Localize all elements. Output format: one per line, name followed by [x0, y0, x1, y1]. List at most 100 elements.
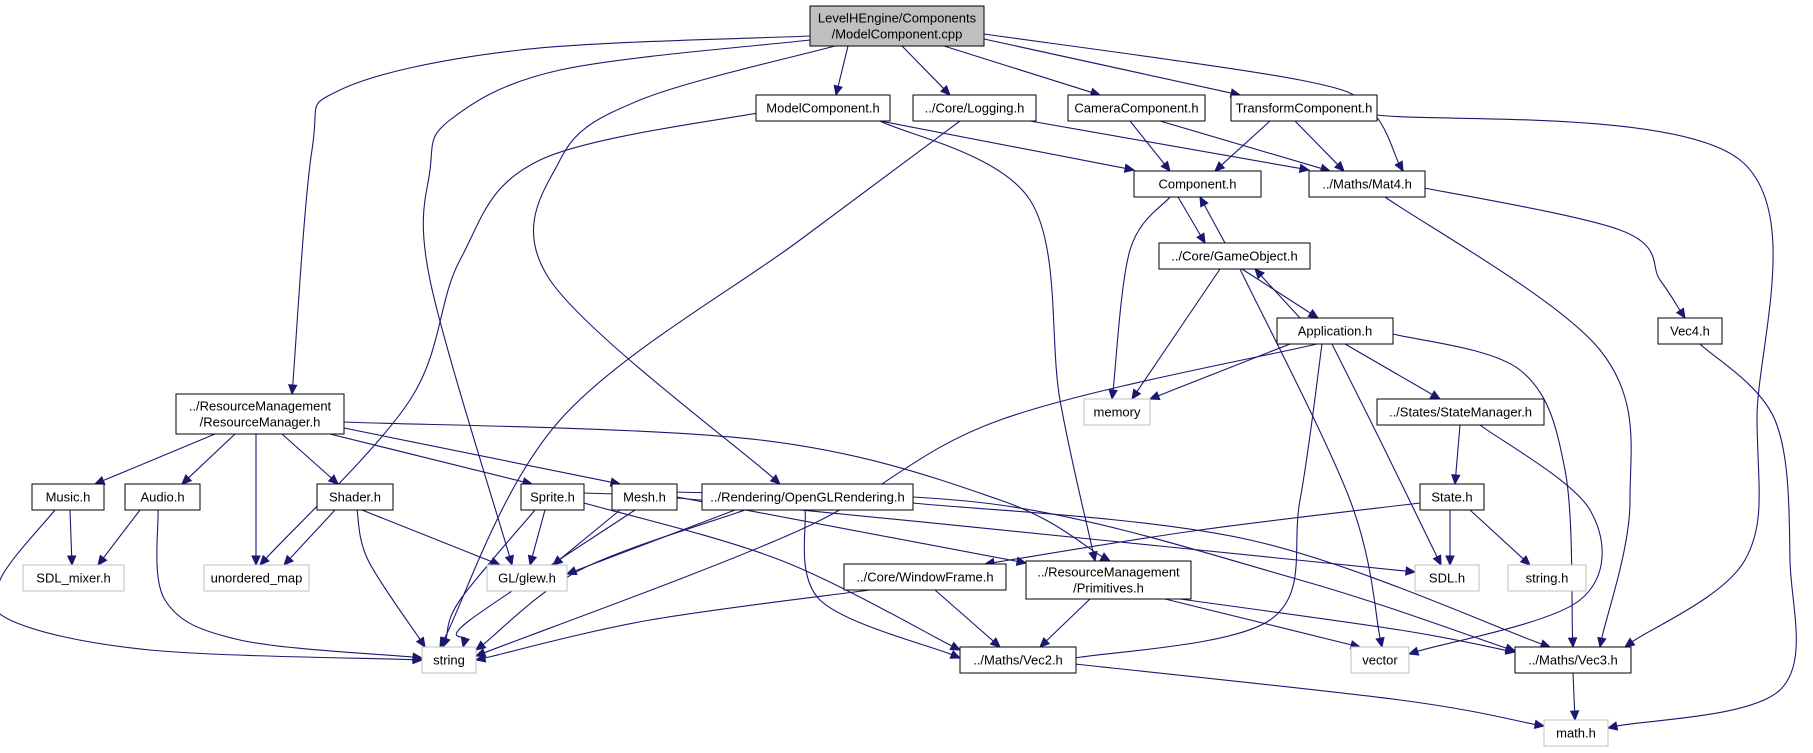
arrowhead [327, 474, 339, 485]
edge-line [583, 502, 953, 647]
edge-line [0, 509, 414, 661]
node-vec4-h[interactable]: Vec4.h [1657, 317, 1723, 345]
node-box [203, 564, 310, 592]
node-application-h[interactable]: Application.h [1276, 317, 1394, 345]
edge-line [1241, 268, 1311, 314]
node-transformcomp-h[interactable]: TransformComponent.h [1230, 94, 1378, 122]
node-music-h[interactable]: Music.h [31, 483, 105, 511]
node-string-h: string.h [1507, 564, 1587, 592]
edge-statemanager_h-to-vector [1407, 424, 1603, 656]
arrowhead [441, 636, 451, 649]
node-box [611, 483, 678, 511]
node-state-h[interactable]: State.h [1419, 483, 1485, 511]
edge-openglrendering_h-to-glew_h [565, 509, 736, 576]
node-audio-h[interactable]: Audio.h [124, 483, 201, 511]
arrowhead [474, 653, 487, 663]
edge-line [1376, 114, 1774, 643]
node-resmgr-h[interactable]: ../ResourceManagement/ResourceManager.h [175, 393, 345, 435]
node-box [1514, 646, 1632, 674]
edge-line [455, 509, 636, 639]
arrowhead [288, 384, 298, 396]
node-openglrendering-h[interactable]: ../Rendering/OpenGLRendering.h [701, 483, 914, 511]
edge-modelcomp_h-to-unordered_map [259, 109, 776, 566]
edge-line [879, 120, 1126, 169]
node-windowframe-h[interactable]: ../Core/WindowFrame.h [843, 563, 1007, 591]
edge-component_h-to-memory [1108, 196, 1171, 401]
node-mesh-h[interactable]: Mesh.h [611, 483, 678, 511]
edge-sprite_h-to-vec2_h [583, 502, 962, 651]
node-label: unordered_map [211, 571, 303, 586]
node-root[interactable]: LevelHEngine/Components/ModelComponent.c… [809, 5, 985, 47]
arrowhead [1148, 391, 1161, 400]
edge-gameobject_h-to-memory [1131, 268, 1221, 401]
arrowhead [1131, 388, 1142, 401]
edge-line [983, 33, 1400, 164]
edge-line [837, 45, 849, 87]
node-label: math.h [1556, 726, 1596, 741]
node-label: LevelHEngine/Components [818, 11, 977, 26]
edge-line [484, 589, 871, 659]
edge-component_h-to-gameobject_h [1177, 196, 1206, 245]
arrowhead [1123, 163, 1136, 173]
node-box [1543, 719, 1609, 747]
edge-vec2_h-to-math_h [1074, 663, 1546, 730]
edge-application_h-to-memory [1148, 343, 1291, 400]
node-cameracomp-h[interactable]: CameraComponent.h [1067, 94, 1206, 122]
arrowhead [1504, 645, 1517, 655]
node-primitives-h[interactable]: ../ResourceManagement/Primitives.h [1025, 560, 1192, 600]
edge-line [901, 45, 945, 89]
arrowhead [989, 637, 1001, 648]
arrowhead [1196, 232, 1206, 245]
edge-line [1572, 672, 1576, 712]
edge-line [422, 39, 811, 557]
arrowhead [1519, 555, 1531, 566]
edge-line [482, 509, 746, 645]
edge-line [445, 509, 536, 639]
node-label: Shader.h [329, 490, 381, 505]
node-label: ModelComponent.h [766, 101, 879, 116]
edge-windowframe_h-to-string [474, 589, 871, 663]
edge-line [1294, 120, 1339, 165]
node-mat4-h[interactable]: ../Maths/Mat4.h [1308, 170, 1426, 198]
node-gameobject-h[interactable]: ../Core/GameObject.h [1158, 242, 1311, 270]
edge-gameobject_h-to-component_h [1199, 195, 1226, 244]
node-shader-h[interactable]: Shader.h [316, 483, 394, 511]
node-box [421, 646, 477, 674]
node-component-h[interactable]: Component.h [1133, 170, 1262, 198]
node-box [1158, 242, 1311, 270]
node-box [175, 393, 345, 435]
node-modelcomp-h[interactable]: ModelComponent.h [755, 94, 891, 122]
edge-line [1029, 120, 1301, 169]
arrowhead [259, 554, 270, 566]
node-label: State.h [1431, 490, 1472, 505]
edge-shader_h-to-glew_h [361, 509, 502, 566]
node-box [1308, 170, 1426, 198]
node-logging-h[interactable]: ../Core/Logging.h [912, 94, 1037, 122]
node-label: ../Maths/Vec2.h [973, 653, 1063, 668]
edge-shader_h-to-string [356, 509, 426, 649]
edge-line [803, 509, 952, 656]
edge-mesh_h-to-string [455, 509, 636, 649]
edge-line [329, 433, 524, 483]
edge-line [69, 509, 73, 557]
edge-line [1074, 663, 1536, 725]
node-vec2-h[interactable]: ../Maths/Vec2.h [959, 646, 1077, 674]
node-box [1507, 564, 1587, 592]
edge-sprite_h-to-string [441, 509, 536, 649]
node-sprite-h[interactable]: Sprite.h [520, 483, 585, 511]
edge-line [1159, 120, 1322, 169]
arrowhead [1567, 637, 1578, 649]
edge-gameobject_h-to-vector [1239, 268, 1385, 649]
edge-sprite_h-to-glew_h [527, 509, 546, 567]
node-box [1414, 564, 1480, 592]
node-label: /ModelComponent.cpp [832, 27, 963, 42]
edge-cameracomp_h-to-mat4_h [1159, 120, 1332, 173]
node-sdl-mixer-h: SDL_mixer.h [22, 564, 125, 592]
node-label: CameraComponent.h [1074, 101, 1198, 116]
node-vec3-h[interactable]: ../Maths/Vec3.h [1514, 646, 1632, 674]
edge-gameobject_h-to-application_h [1241, 268, 1320, 319]
edge-line [1177, 196, 1201, 236]
node-statemanager-h[interactable]: ../States/StateManager.h [1376, 398, 1545, 426]
node-box [22, 564, 125, 592]
edge-line [343, 421, 1103, 558]
